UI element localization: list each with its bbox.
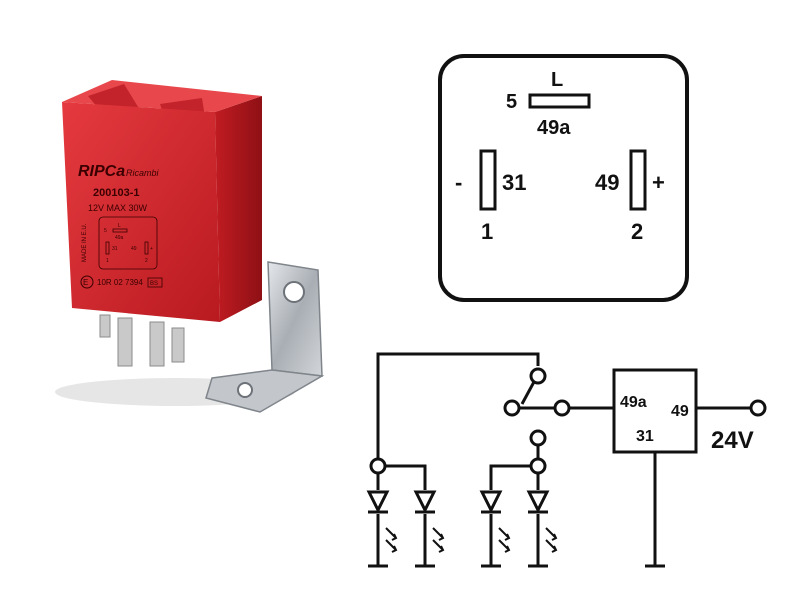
terminals: [369, 367, 767, 475]
pin-left-name: 31: [502, 170, 526, 195]
pin-top-number: 5: [506, 91, 517, 113]
pin-left-number: 1: [481, 219, 493, 244]
wire: [376, 352, 540, 466]
junction: [529, 457, 547, 475]
pin-top-name: 49a: [537, 117, 571, 139]
mini-pin-31: 31: [112, 246, 118, 252]
wire: [378, 464, 427, 490]
box-code-frame: [147, 277, 163, 288]
relay-in-label: 49: [671, 403, 689, 420]
product-brand-script: Ricambi: [126, 168, 160, 178]
relay-ground-label: 31: [636, 428, 654, 445]
product-approval-mark: E: [83, 278, 88, 287]
housing-side: [215, 96, 262, 322]
product-box-code: BS: [150, 281, 158, 287]
product-rating: 12V MAX 30W: [88, 203, 148, 213]
bracket-hole: [283, 281, 305, 303]
relay-pin: [117, 317, 133, 367]
pin-right-terminal: [629, 149, 647, 211]
pin-left-terminal: [479, 149, 497, 211]
switch-lever: [520, 379, 537, 405]
junction: [369, 457, 387, 475]
relay-box: [612, 368, 698, 454]
switch-terminal: [529, 367, 547, 385]
product-approval-number: 10R 02 7394: [97, 278, 143, 287]
mini-pin-1: 1: [106, 258, 109, 264]
relay-pins: [99, 314, 185, 367]
supply-voltage-label: 24V: [711, 427, 754, 454]
product-brand: RIPCa: [78, 163, 125, 180]
mini-pin-2: 2: [145, 258, 148, 264]
mini-pin-49: 49: [131, 246, 137, 252]
relay-pin: [149, 321, 165, 367]
wire: [489, 464, 538, 490]
housing-front: [62, 102, 220, 322]
pin-right-name: 49: [595, 170, 619, 195]
pin-right-sign: +: [652, 170, 665, 195]
led-lamp: [366, 490, 398, 553]
relay-pin: [171, 327, 185, 363]
mini-pin-l: L: [118, 223, 121, 229]
product-mini-pinout: [98, 216, 158, 270]
pinout-diagram: L 5 49a - 31 1 49 + 2: [438, 54, 689, 302]
mounting-bracket: [205, 261, 325, 413]
mini-pin-49a: 49a: [115, 235, 124, 241]
relay-product-photo: RIPCa Ricambi 200103-1 12V MAX 30W MADE …: [55, 80, 325, 413]
mini-pin-5: 5: [104, 228, 107, 234]
pin-left-sign: -: [455, 170, 462, 195]
pin-right-number: 2: [631, 219, 643, 244]
pin-top-terminal: [528, 93, 591, 109]
led-lamp: [526, 490, 558, 553]
relay-pin: [99, 314, 111, 338]
switch-terminal: [553, 399, 571, 417]
circuit-schematic: [366, 352, 767, 568]
product-part-number: 200103-1: [93, 187, 140, 199]
bracket-hole: [237, 382, 253, 398]
led-lamp: [413, 490, 445, 553]
switch-terminal: [529, 429, 547, 447]
approval-mark-circle: [80, 275, 94, 289]
pin-top-letter: L: [551, 69, 563, 91]
mini-pin-plus: +: [150, 246, 153, 252]
relay-out-label: 49a: [620, 394, 647, 411]
product-origin: MADE IN E.U.: [82, 223, 88, 262]
supply-terminal: [749, 399, 767, 417]
switch-terminal: [503, 399, 521, 417]
led-lamp: [479, 490, 511, 553]
pinout-frame: [438, 54, 689, 302]
